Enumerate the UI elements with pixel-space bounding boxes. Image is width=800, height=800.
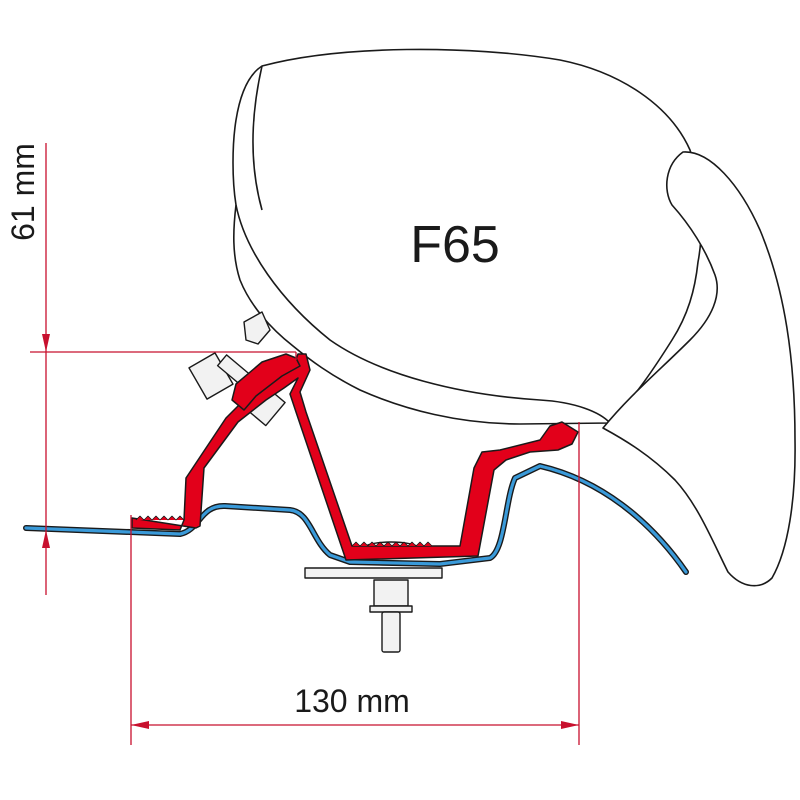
height-arrow-upper — [42, 334, 50, 352]
mounting-plate — [304, 567, 443, 579]
lower-washer — [369, 605, 413, 613]
adapter-bracket — [131, 353, 579, 561]
height-arrow-lower — [42, 530, 50, 548]
width-arrow-left — [131, 721, 149, 729]
width-dimension-label: 130 mm — [294, 683, 410, 719]
bracket-serration-left — [135, 515, 185, 521]
dimension-lines — [30, 143, 580, 745]
awning-cassette — [232, 48, 796, 587]
upper-clip — [243, 311, 271, 345]
dimension-arrows — [42, 334, 579, 729]
model-label: F65 — [410, 216, 500, 274]
bracket-serration-center — [351, 541, 433, 547]
awning-body-crease — [252, 65, 263, 211]
bracket-upper-arm — [231, 353, 301, 411]
lower-bolt — [381, 611, 401, 653]
awning-front-cover — [602, 151, 796, 587]
roof-rail — [23, 463, 689, 575]
height-dimension-label: 61 mm — [5, 143, 41, 241]
awning-body-edge — [235, 204, 611, 424]
width-arrow-right — [561, 721, 579, 729]
lower-nut — [373, 579, 409, 607]
roof-rail-profile — [24, 464, 688, 574]
